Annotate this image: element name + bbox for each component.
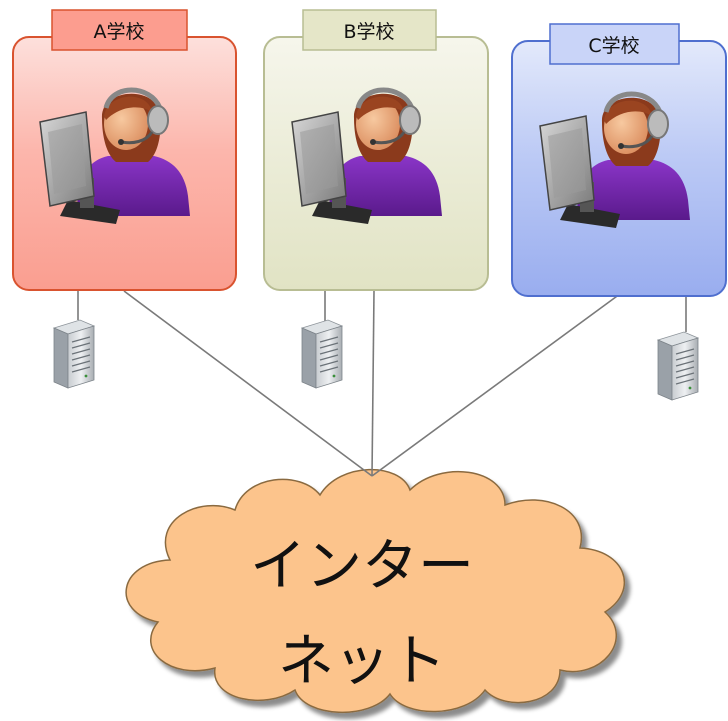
school-c-label: C学校 <box>588 35 639 57</box>
cloud-line-1: インター <box>250 534 474 599</box>
school-c-panel: C学校 <box>511 23 727 297</box>
school-a-label: A学校 <box>94 21 145 43</box>
cloud-line-2: ネット <box>278 629 446 694</box>
school-b-panel: B学校 <box>263 9 489 291</box>
connection-a <box>123 290 373 477</box>
connection-c <box>371 290 625 477</box>
school-c-tab: C学校 <box>549 23 680 65</box>
connection-lines <box>77 290 687 477</box>
server-icon <box>53 319 95 389</box>
school-b-tab: B学校 <box>302 9 437 51</box>
connection-b <box>371 290 375 477</box>
server-icon <box>657 331 699 401</box>
school-a-panel: A学校 <box>12 9 237 291</box>
internet-cloud <box>125 468 625 713</box>
server-icon <box>301 319 343 389</box>
school-a-tab: A学校 <box>51 9 188 51</box>
school-b-label: B学校 <box>343 21 394 43</box>
